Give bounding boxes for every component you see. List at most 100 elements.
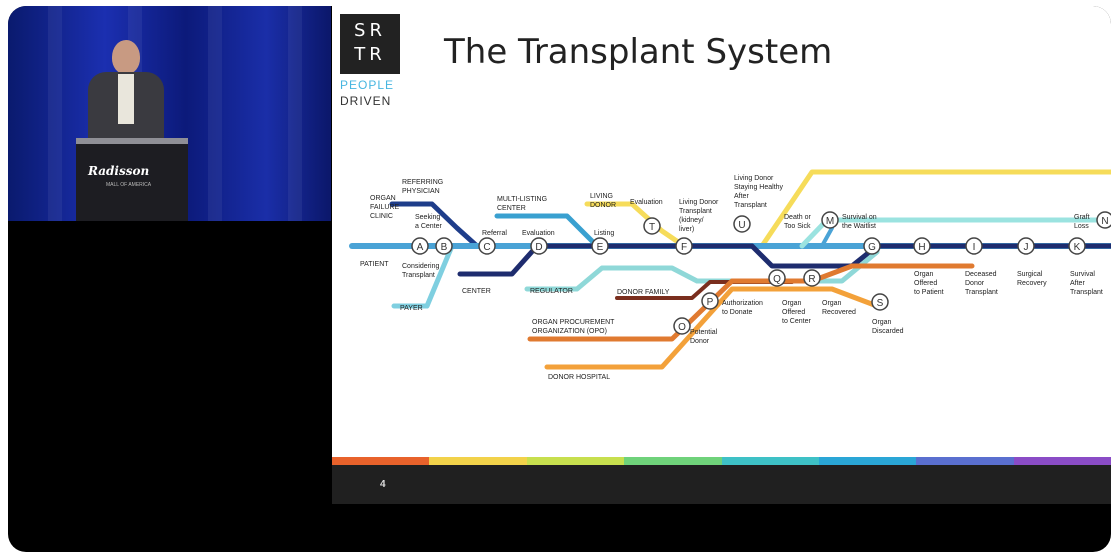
station-letter: T <box>649 222 655 233</box>
video-frame: Radisson MALL OF AMERICA SR TR PEOPLE DR… <box>8 6 1111 552</box>
speaker-video: Radisson MALL OF AMERICA <box>8 6 331 221</box>
podium: Radisson MALL OF AMERICA <box>76 138 188 221</box>
station-marker <box>1096 211 1111 229</box>
logo-tagline-driven: DRIVEN <box>340 94 392 108</box>
station-letter: J <box>1024 242 1029 253</box>
station-marker <box>675 237 693 255</box>
color-bar-segment <box>429 457 527 465</box>
station-marker <box>965 237 983 255</box>
station-t: T Evaluation <box>630 199 663 235</box>
line-death-branch <box>820 226 834 248</box>
station-marker <box>435 237 453 255</box>
station-marker <box>673 317 691 335</box>
srtr-logo: SR TR <box>340 14 400 74</box>
presentation-slide: SR TR PEOPLE DRIVEN The Transplant Syste… <box>332 6 1111 504</box>
station-marker <box>591 237 609 255</box>
station-letter: I <box>973 242 976 253</box>
label-patient: PATIENT <box>360 261 389 268</box>
color-bar-segment <box>1013 457 1111 465</box>
label-referring-physician: REFERRING PHYSICIAN <box>402 179 445 195</box>
station-marker <box>530 237 548 255</box>
station-letter: K <box>1074 242 1081 253</box>
line-multi-listing <box>494 213 600 249</box>
podium-subtitle: MALL OF AMERICA <box>106 182 152 188</box>
logo-tagline-people: PEOPLE <box>340 78 395 92</box>
station-marker <box>643 217 661 235</box>
station-letter: B <box>441 242 448 253</box>
station-marker <box>803 269 821 287</box>
station-marker <box>1068 237 1086 255</box>
label-opo: ORGAN PROCUREMENT ORGANIZATION (OPO) <box>532 319 616 335</box>
station-marker <box>871 293 889 311</box>
slide-color-bar <box>332 457 1111 465</box>
label-center: CENTER <box>462 288 491 295</box>
station-marker <box>821 211 839 229</box>
station-letter: A <box>417 242 424 253</box>
station-label: Listing <box>594 230 614 237</box>
color-bar-segment <box>526 457 625 465</box>
line-living-donor-route <box>584 169 1111 249</box>
line-donor-hospital <box>544 286 880 370</box>
label-regulator: REGULATOR <box>530 288 573 295</box>
station-letter: U <box>738 220 745 231</box>
station-marker <box>701 292 719 310</box>
station-letter: C <box>483 242 490 253</box>
station-marker <box>768 269 786 287</box>
label-donor-hospital: DONOR HOSPITAL <box>548 374 610 381</box>
station-letter: R <box>808 274 815 285</box>
station-marker <box>733 215 751 233</box>
speaker-head <box>112 40 140 74</box>
station-label: Evaluation <box>522 230 555 237</box>
label-living-donor: LIVING DONOR <box>590 193 616 209</box>
label-multi-listing-center: MULTI-LISTING CENTER <box>497 196 549 212</box>
station-marker <box>1017 237 1035 255</box>
station-d: D Evaluation <box>522 230 555 255</box>
line-referring-physician <box>389 201 480 249</box>
label-donor-family: DONOR FAMILY <box>617 289 670 296</box>
station-letter: S <box>877 298 884 309</box>
slide-footer: 4 <box>332 465 1111 504</box>
line-regulator <box>524 249 880 292</box>
color-bar-segment <box>624 457 722 465</box>
station-letter: M <box>826 216 834 227</box>
podium-logo: Radisson <box>88 164 150 178</box>
station-label: Evaluation <box>630 199 663 206</box>
station-letter: D <box>535 242 542 253</box>
slide-page-number: 4 <box>380 479 386 490</box>
label-organ-failure-clinic: ORGAN FAILURE CLINIC <box>370 195 401 220</box>
station-letter: N <box>1101 216 1108 227</box>
station-letter: Q <box>773 274 781 285</box>
station-letter: H <box>918 242 925 253</box>
